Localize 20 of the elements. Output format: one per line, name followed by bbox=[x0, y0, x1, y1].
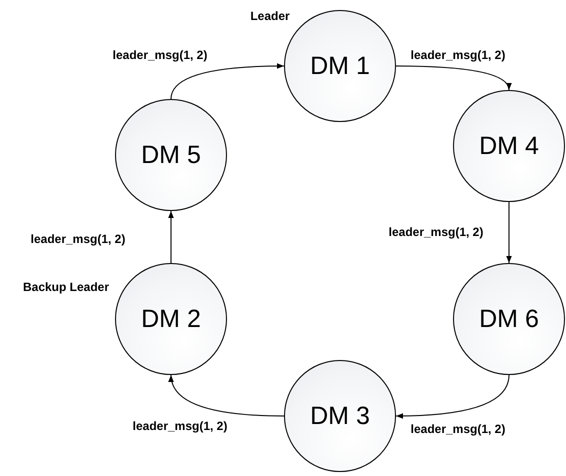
node-label: DM 1 bbox=[310, 52, 370, 80]
arrow bbox=[396, 374, 510, 419]
edge-label: leader_msg(1, 2) bbox=[388, 225, 484, 239]
node-label: DM 5 bbox=[141, 140, 201, 170]
edge-label: leader_msg(1, 2) bbox=[410, 422, 506, 436]
edge-label: leader_msg(1, 2) bbox=[30, 232, 126, 246]
node-label: DM 6 bbox=[479, 304, 539, 334]
arrow bbox=[170, 63, 284, 100]
node-label: DM 2 bbox=[141, 304, 201, 334]
role-label: Backup Leader bbox=[22, 280, 110, 294]
arrow bbox=[506, 202, 512, 264]
role-label: Leader bbox=[249, 9, 291, 23]
arrow bbox=[169, 374, 284, 416]
node-label: DM 3 bbox=[310, 402, 370, 430]
edge-label: leader_msg(1, 2) bbox=[112, 48, 208, 62]
arrow bbox=[396, 66, 510, 90]
edge-label: leader_msg(1, 2) bbox=[410, 48, 506, 62]
arrow bbox=[168, 210, 174, 264]
node-label: DM 4 bbox=[479, 132, 539, 160]
edge-label: leader_msg(1, 2) bbox=[132, 419, 228, 433]
